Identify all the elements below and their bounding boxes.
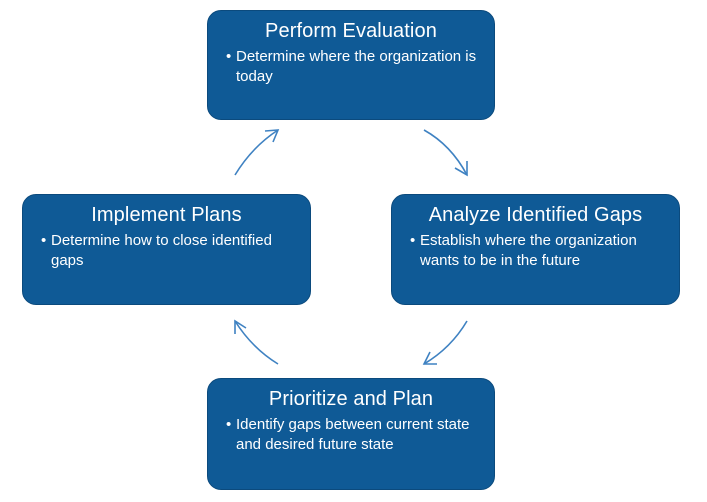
bullet-icon: • (226, 416, 232, 433)
bullet-icon: • (410, 232, 416, 249)
step-implement-plans: Implement Plans • Determine how to close… (22, 194, 311, 305)
arrow-left-to-top-icon (234, 129, 280, 176)
step-analyze-identified-gaps: Analyze Identified Gaps • Establish wher… (391, 194, 680, 305)
step-bullet: • Determine where the organization is to… (208, 47, 494, 87)
step-title: Perform Evaluation (265, 20, 437, 42)
step-description: Identify gaps between current state and … (236, 416, 470, 453)
step-prioritize-and-plan: Prioritize and Plan • Identify gaps betw… (207, 378, 495, 490)
bullet-icon: • (226, 48, 232, 65)
step-title: Prioritize and Plan (268, 388, 434, 410)
step-perform-evaluation: Perform Evaluation • Determine where the… (207, 10, 495, 120)
step-bullet: • Determine how to close identified gaps (23, 231, 310, 271)
step-description: Establish where the organization wants t… (420, 232, 637, 269)
arrow-top-to-right-icon (423, 129, 468, 177)
step-description: Determine where the organization is toda… (236, 48, 477, 85)
step-title: Analyze Identified Gaps (428, 204, 643, 226)
step-title: Implement Plans (91, 204, 242, 226)
bullet-icon: • (41, 232, 47, 249)
step-bullet: • Identify gaps between current state an… (208, 415, 494, 455)
step-description: Determine how to close identified gaps (51, 232, 272, 269)
arrow-bottom-to-left-icon (234, 319, 279, 365)
arrow-right-to-bottom-icon (422, 320, 468, 365)
step-bullet: • Establish where the organization wants… (392, 231, 679, 271)
